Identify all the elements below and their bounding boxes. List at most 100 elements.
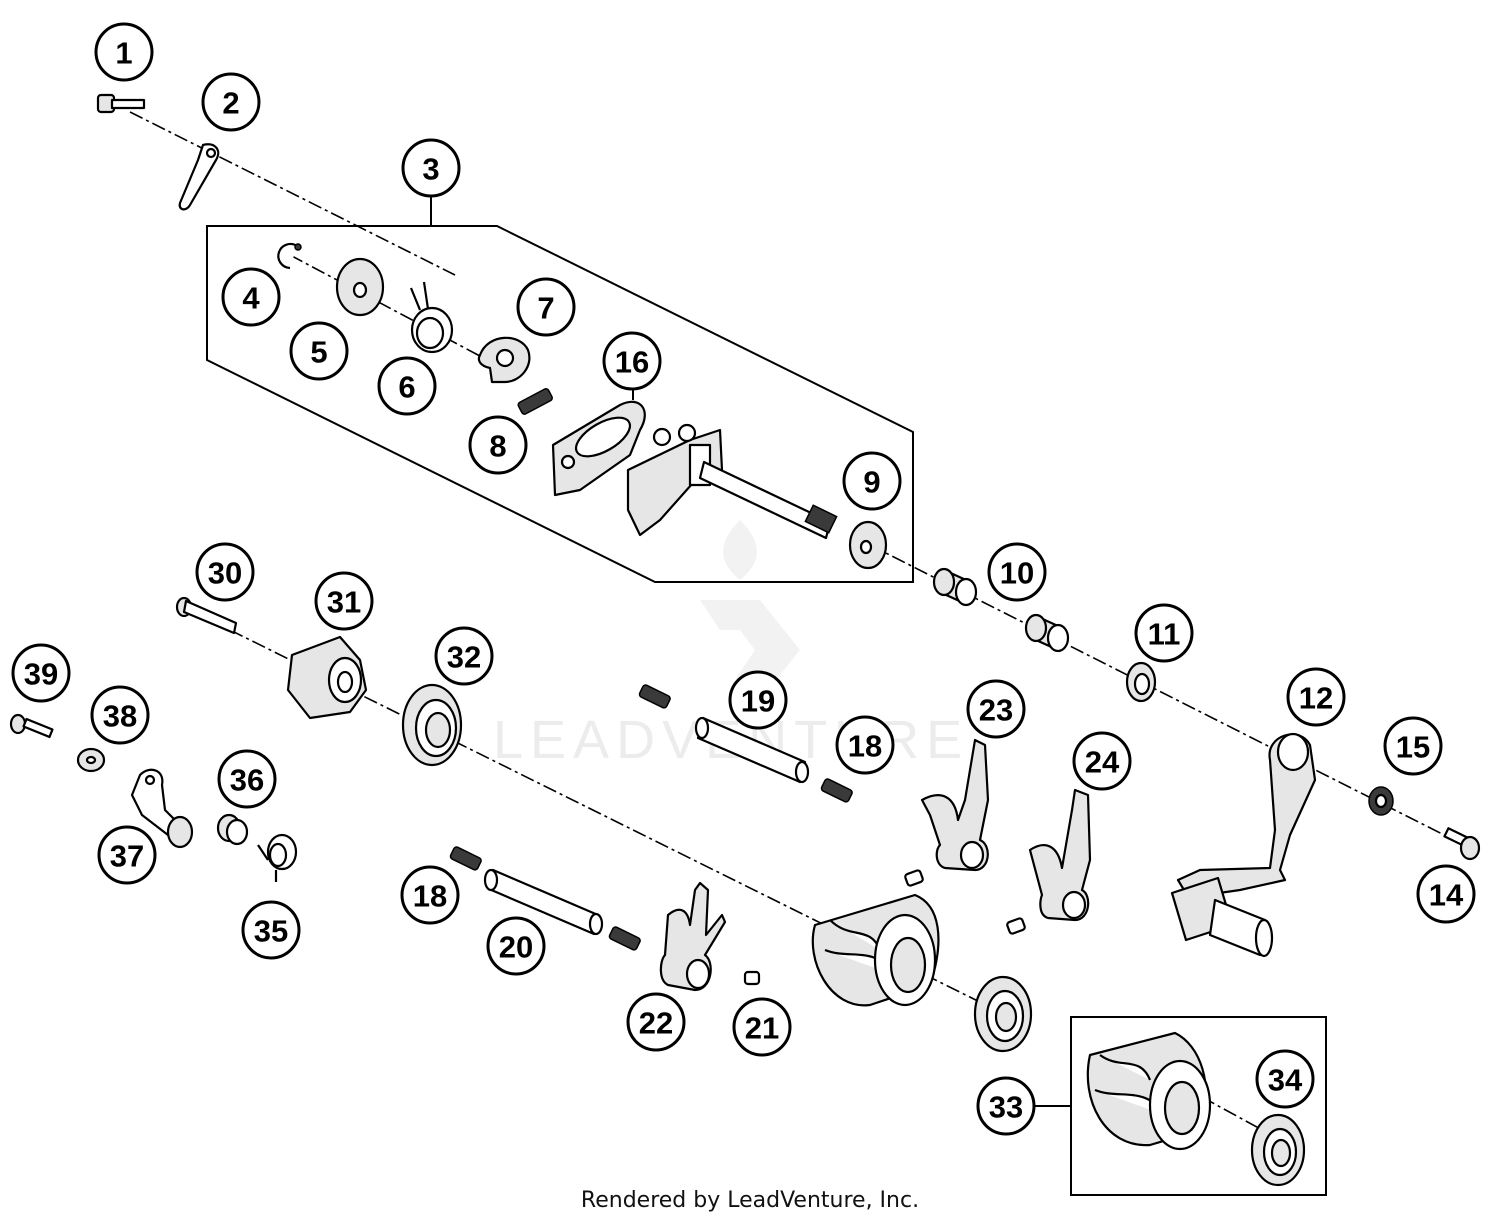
- callout-circle: [11, 643, 71, 703]
- callout-36[interactable]: 36: [217, 749, 277, 809]
- callout-number: 39: [24, 657, 58, 692]
- spring-part-18b: [820, 778, 853, 803]
- callout-number: 16: [615, 345, 649, 380]
- shift-shaft: [626, 423, 838, 540]
- callout-circle: [1255, 1049, 1315, 1109]
- callout-circle: [217, 749, 277, 809]
- callout-32[interactable]: 32: [434, 626, 494, 686]
- callout-number: 23: [979, 693, 1013, 728]
- callout-34[interactable]: 34: [1255, 1049, 1315, 1109]
- callout-number: 9: [863, 465, 880, 500]
- callout-18[interactable]: 18: [835, 715, 895, 775]
- callout-8[interactable]: 8: [468, 415, 528, 475]
- spring-part-18a: [638, 684, 671, 709]
- spring-part-8: [517, 388, 553, 415]
- shift-drum: [811, 893, 940, 1007]
- callout-circle: [289, 321, 349, 381]
- callout-circle: [976, 1076, 1036, 1136]
- rod-part-19: [694, 716, 810, 784]
- callout-19[interactable]: 19: [728, 670, 788, 730]
- callout-6[interactable]: 6: [377, 356, 437, 416]
- callout-circle: [195, 542, 255, 602]
- callout-number: 21: [745, 1011, 779, 1046]
- callout-20[interactable]: 20: [486, 916, 546, 976]
- callout-10[interactable]: 10: [987, 542, 1047, 602]
- callout-37[interactable]: 37: [97, 825, 157, 885]
- bearing-part-34: [1250, 1113, 1306, 1187]
- callout-38[interactable]: 38: [90, 685, 150, 745]
- callout-number: 7: [537, 291, 554, 326]
- callout-31[interactable]: 31: [314, 571, 374, 631]
- callout-1[interactable]: 1: [94, 22, 154, 82]
- washer-part-5: [335, 257, 385, 317]
- callout-circle: [97, 825, 157, 885]
- callout-2[interactable]: 2: [201, 72, 261, 132]
- bushing-part-36: [216, 813, 249, 846]
- callout-circle: [1072, 731, 1132, 791]
- fork-part-23: [920, 738, 990, 872]
- bolt-part-30: [175, 596, 238, 635]
- callout-number: 31: [327, 585, 361, 620]
- callout-circle: [626, 992, 686, 1052]
- callout-circle: [241, 900, 301, 960]
- callout-number: 35: [254, 914, 288, 949]
- callout-3[interactable]: 3: [401, 138, 461, 198]
- spring-part-35: [257, 833, 298, 882]
- callout-number: 5: [310, 335, 327, 370]
- callout-number: 6: [398, 370, 415, 405]
- shift-lever-part-12: [1170, 732, 1317, 958]
- callout-number: 11: [1148, 617, 1181, 652]
- callout-23[interactable]: 23: [966, 679, 1026, 739]
- callout-layer: 1234567891011121415161818192021222324303…: [11, 22, 1476, 1136]
- callout-circle: [728, 670, 788, 730]
- callout-11[interactable]: 11: [1134, 603, 1194, 663]
- callout-12[interactable]: 12: [1286, 667, 1346, 727]
- callout-circle: [516, 277, 576, 337]
- callout-number: 22: [639, 1006, 673, 1041]
- circlip-part-4: [277, 242, 302, 270]
- callout-7[interactable]: 7: [516, 277, 576, 337]
- lever-part-37: [130, 768, 194, 849]
- callout-18[interactable]: 18: [400, 865, 460, 925]
- callout-35[interactable]: 35: [241, 900, 301, 960]
- callout-number: 10: [1000, 556, 1034, 591]
- callout-21[interactable]: 21: [732, 997, 792, 1057]
- callout-9[interactable]: 9: [842, 451, 902, 511]
- callout-5[interactable]: 5: [289, 321, 349, 381]
- callout-number: 20: [499, 930, 533, 965]
- watermark-logo: [700, 520, 800, 700]
- callout-number: 18: [413, 879, 447, 914]
- seal-part-11: [1125, 661, 1157, 703]
- axis-upper-sub: [289, 254, 511, 373]
- plate-part-16: [551, 400, 646, 497]
- callout-circle: [486, 916, 546, 976]
- callout-circle: [201, 72, 261, 132]
- callout-16[interactable]: 16: [602, 331, 662, 391]
- callout-4[interactable]: 4: [221, 267, 281, 327]
- callout-circle: [835, 715, 895, 775]
- credit-text: Rendered by LeadVenture, Inc.: [580, 1188, 920, 1213]
- callout-number: 32: [447, 640, 481, 675]
- callout-14[interactable]: 14: [1416, 864, 1476, 924]
- callout-number: 15: [1396, 730, 1430, 765]
- callout-number: 8: [489, 429, 506, 464]
- callout-24[interactable]: 24: [1072, 731, 1132, 791]
- callout-15[interactable]: 15: [1383, 716, 1443, 776]
- nut-part-15: [1368, 786, 1394, 816]
- pin-part-24: [1006, 917, 1026, 935]
- callout-circle: [314, 571, 374, 631]
- callout-number: 33: [989, 1090, 1023, 1125]
- callout-circle: [377, 356, 437, 416]
- bolt-part-39: [9, 713, 54, 739]
- callout-33[interactable]: 33: [976, 1076, 1036, 1136]
- rod-part-20: [483, 868, 604, 936]
- callout-22[interactable]: 22: [626, 992, 686, 1052]
- bushing-part-10: [932, 567, 1070, 653]
- callout-circle: [468, 415, 528, 475]
- callout-30[interactable]: 30: [195, 542, 255, 602]
- callout-39[interactable]: 39: [11, 643, 71, 703]
- callout-circle: [1134, 603, 1194, 663]
- callout-circle: [221, 267, 281, 327]
